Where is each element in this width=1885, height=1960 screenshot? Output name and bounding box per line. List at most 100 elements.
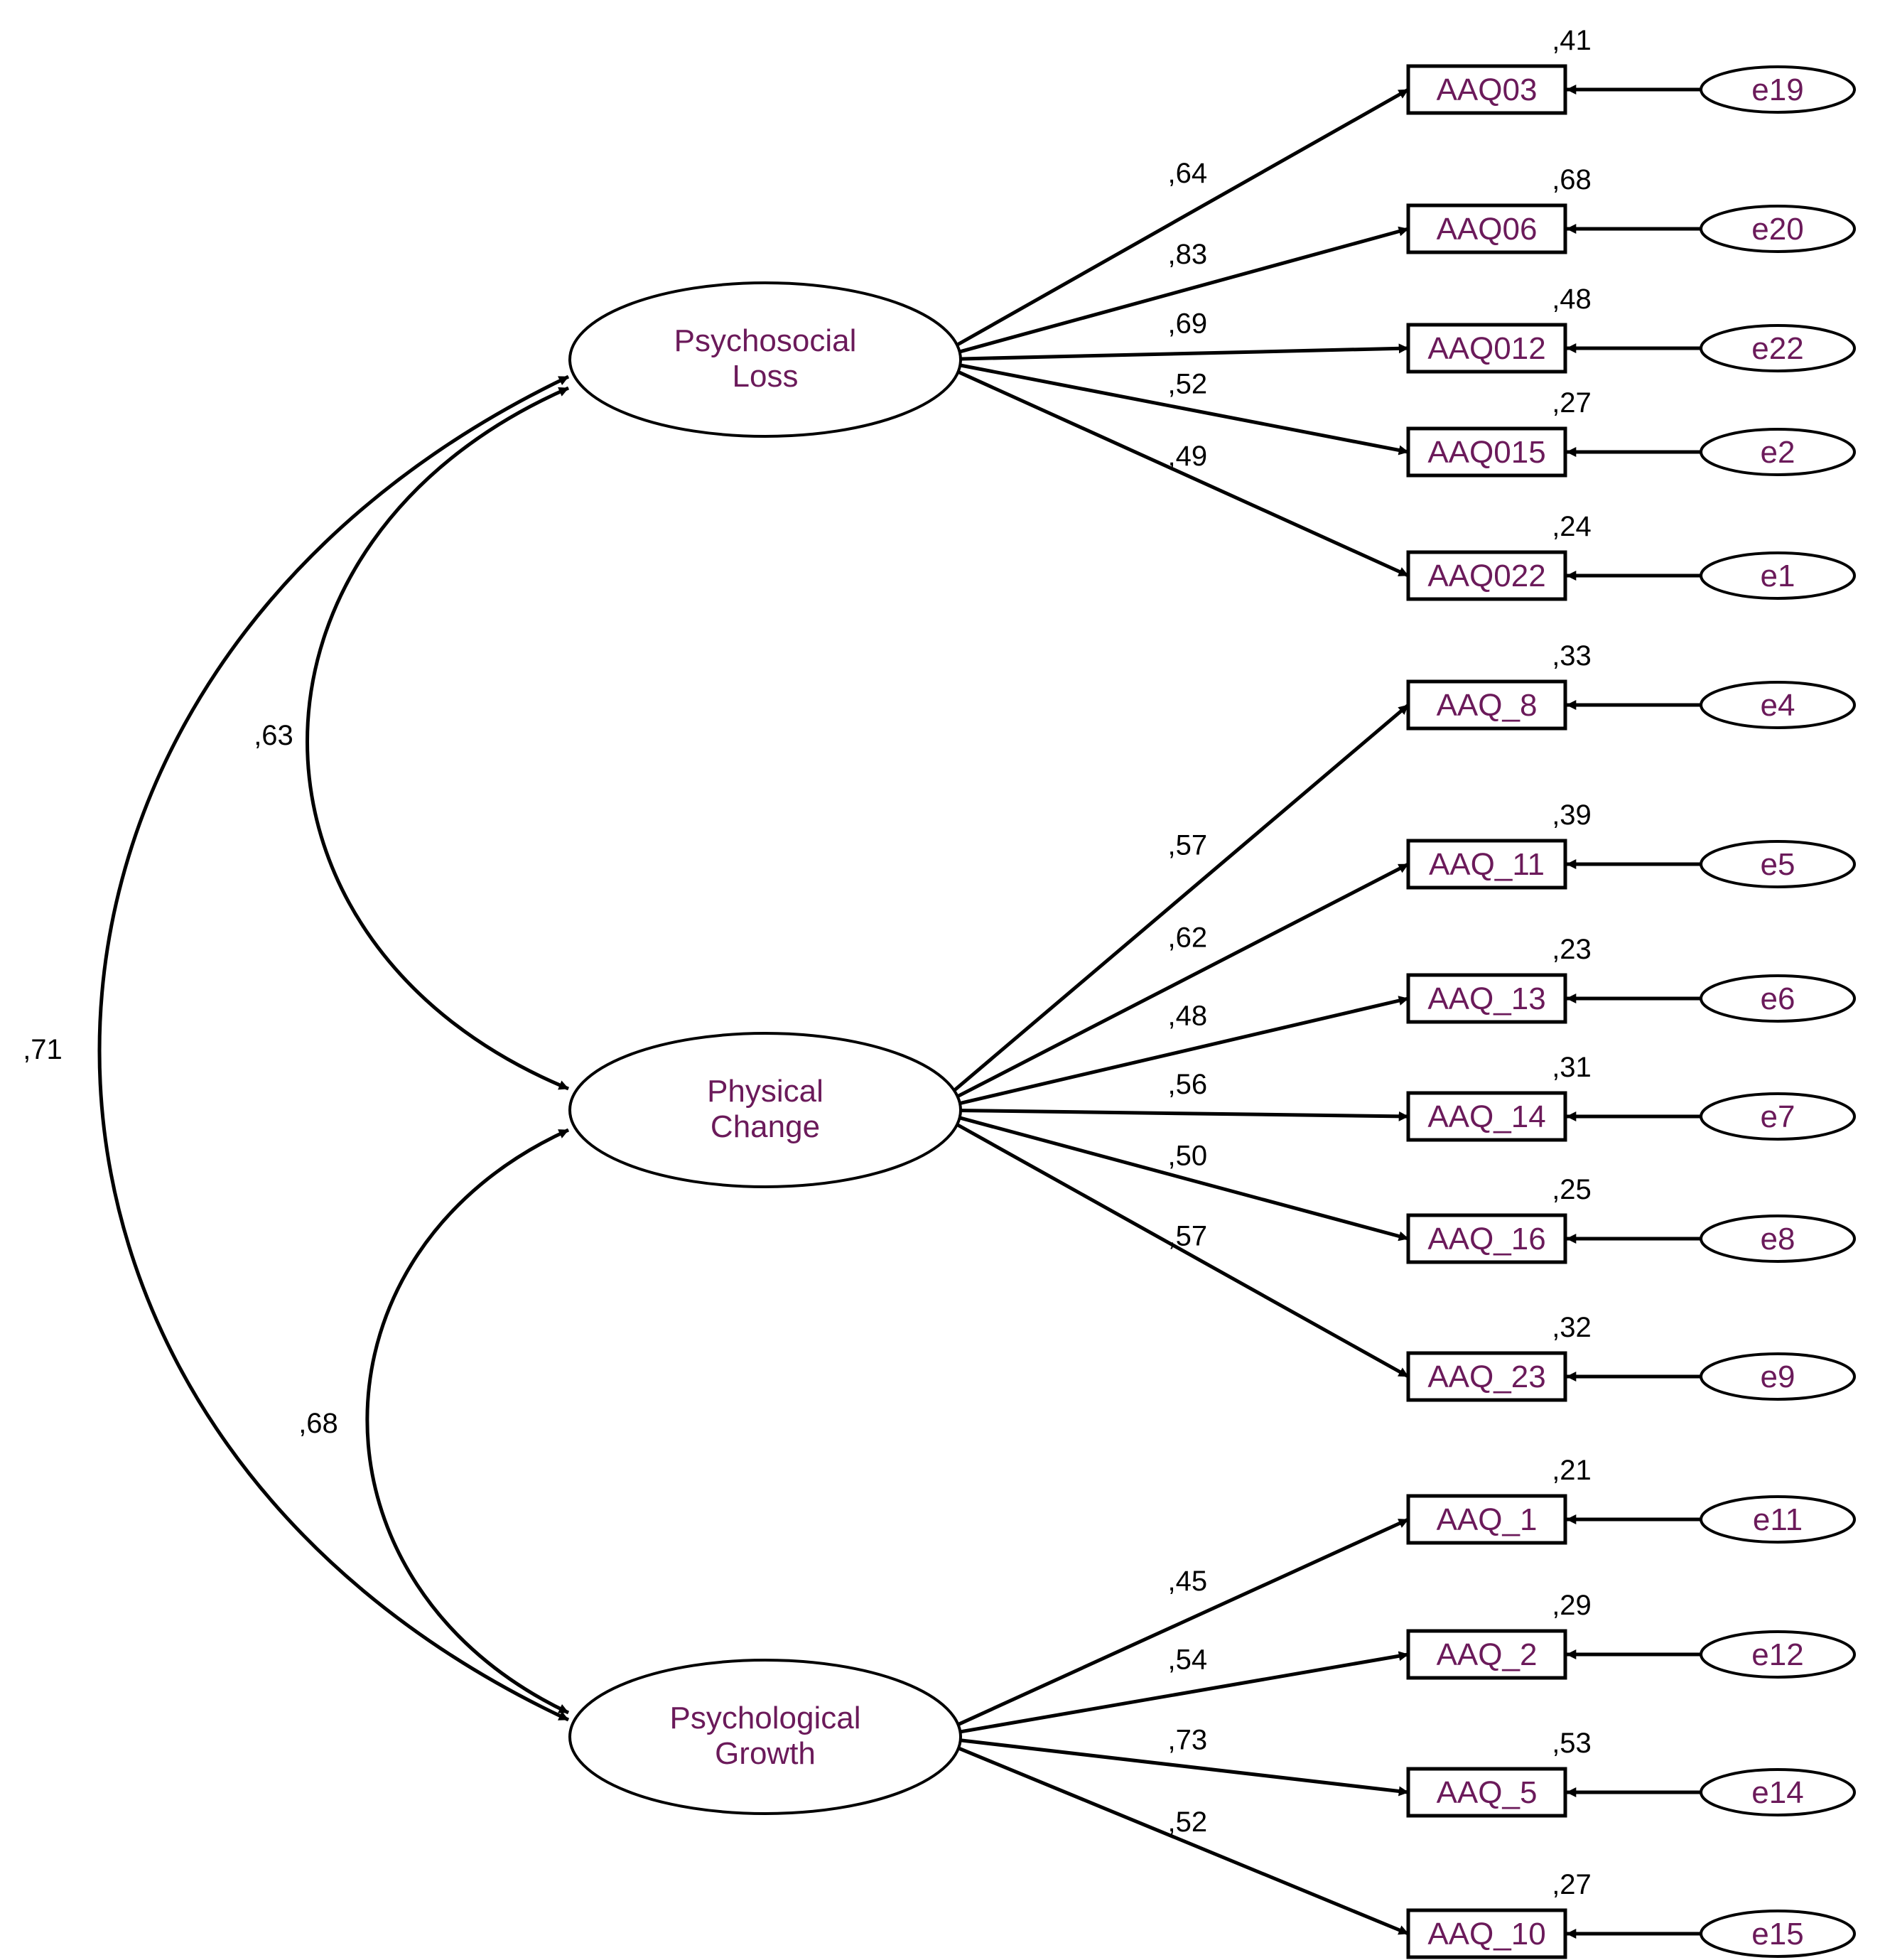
indicator-box — [1406, 64, 1567, 115]
r-squared-value: ,33 — [1552, 640, 1592, 672]
error-ellipse — [1700, 324, 1856, 372]
r-squared-value: ,32 — [1552, 1312, 1592, 1343]
indicator-label: AAQ_8 — [1437, 688, 1538, 723]
loading-arrow — [954, 1745, 1409, 1936]
covariance-layer — [97, 375, 570, 1722]
error-label: e6 — [1761, 981, 1795, 1016]
loading-value: ,56 — [1167, 1069, 1207, 1100]
loading-value: ,50 — [1167, 1140, 1207, 1171]
loading-layer — [954, 87, 1410, 1936]
error-ellipse — [1700, 1215, 1856, 1263]
indicator-label: AAQ_13 — [1427, 981, 1545, 1016]
indicator-box — [1406, 426, 1567, 478]
loading-arrow — [954, 226, 1409, 355]
r-squared-value: ,41 — [1552, 25, 1592, 56]
loading-arrow — [954, 996, 1409, 1106]
indicator-box — [1406, 679, 1567, 731]
error-ellipse — [1700, 974, 1856, 1023]
r-squared-value: ,27 — [1552, 1869, 1592, 1900]
indicator-label: AAQ_11 — [1429, 847, 1545, 882]
loading-value: ,48 — [1167, 1001, 1207, 1032]
indicator-box — [1406, 1767, 1567, 1818]
loading-value: ,49 — [1167, 441, 1207, 472]
r-squared-value: ,31 — [1552, 1052, 1592, 1083]
indicator-box — [1406, 1629, 1567, 1680]
error-label: e22 — [1751, 331, 1803, 366]
error-label: e8 — [1761, 1222, 1795, 1256]
r-squared-value: ,24 — [1552, 511, 1592, 542]
indicator-label: AAQ_1 — [1437, 1502, 1538, 1537]
error-label: e11 — [1753, 1502, 1803, 1537]
latent-pg-ellipse — [568, 1659, 962, 1815]
error-ellipse — [1700, 551, 1856, 600]
latent-pl-ellipse — [568, 281, 962, 438]
indicator-box — [1406, 973, 1567, 1024]
indicator-box — [1406, 203, 1567, 254]
covariance-value: ,68 — [298, 1408, 338, 1439]
indicator-label: AAQ06 — [1437, 212, 1538, 247]
r-squared-value: ,68 — [1552, 164, 1592, 195]
loading-value: ,83 — [1167, 239, 1207, 270]
r-squared-value: ,23 — [1552, 934, 1592, 965]
indicator-label: AAQ_5 — [1437, 1775, 1538, 1810]
loading-value: ,57 — [1167, 829, 1207, 861]
covariance-arrow — [365, 1128, 570, 1715]
covariance-arrow — [97, 375, 570, 1722]
loading-value: ,64 — [1167, 158, 1207, 189]
indicator-box — [1406, 1908, 1567, 1959]
loading-arrow — [954, 704, 1410, 1092]
r-squared-value: ,21 — [1552, 1455, 1592, 1486]
covariance-value: ,71 — [23, 1034, 63, 1065]
latent-label: Change — [711, 1109, 820, 1144]
error-label: e20 — [1751, 212, 1803, 247]
indicator-label: AAQ012 — [1427, 331, 1545, 366]
error-ellipse — [1700, 65, 1856, 114]
loading-value: ,73 — [1167, 1724, 1207, 1755]
covariance-arrow — [306, 386, 570, 1091]
loading-arrow — [954, 368, 1410, 578]
error-label: e9 — [1761, 1359, 1795, 1394]
loading-value: ,57 — [1167, 1220, 1207, 1251]
error-ellipse — [1700, 840, 1856, 888]
loading-value: ,52 — [1167, 1806, 1207, 1838]
error-label: e15 — [1751, 1917, 1803, 1951]
error-ellipse — [1700, 428, 1856, 476]
loading-arrow — [954, 1121, 1410, 1379]
covariance-value: ,63 — [254, 720, 293, 751]
latent-label: Physical — [707, 1074, 823, 1109]
indicator-label: AAQ_10 — [1427, 1917, 1545, 1951]
loading-value: ,69 — [1167, 308, 1207, 340]
error-ellipse — [1700, 1768, 1856, 1816]
loading-arrow — [954, 1738, 1409, 1797]
loading-arrow — [954, 1108, 1409, 1121]
indicator-box — [1406, 1351, 1567, 1402]
error-label: e19 — [1751, 72, 1803, 107]
loading-value: ,52 — [1167, 369, 1207, 400]
error-ellipse — [1700, 1630, 1856, 1679]
error-label: e4 — [1761, 688, 1795, 723]
error-label: e2 — [1761, 435, 1795, 470]
latent-label: Growth — [715, 1736, 816, 1771]
loading-arrow — [954, 1517, 1410, 1728]
error-label: e7 — [1761, 1099, 1795, 1134]
r-squared-value: ,29 — [1552, 1590, 1592, 1621]
indicator-label: AAQ015 — [1427, 435, 1545, 470]
label-layer: PsychosocialLossPhysicalChangePsychologi… — [23, 25, 1804, 1951]
latent-label: Psychosocial — [674, 323, 857, 358]
error-ellipse — [1700, 1352, 1856, 1401]
loading-value: ,45 — [1167, 1566, 1207, 1597]
indicator-label: AAQ_2 — [1437, 1637, 1538, 1672]
error-label: e12 — [1751, 1637, 1803, 1672]
latent-label: Loss — [733, 359, 799, 394]
loading-arrow — [954, 362, 1409, 456]
loading-arrow — [954, 87, 1410, 348]
error-ellipse — [1700, 1092, 1856, 1141]
indicator-box — [1406, 839, 1567, 890]
node-layer — [568, 64, 1856, 1959]
loading-arrow — [954, 1114, 1409, 1242]
loading-value: ,62 — [1167, 922, 1207, 954]
error-label: e5 — [1761, 847, 1795, 882]
error-layer — [1566, 85, 1701, 1939]
latent-pc-ellipse — [568, 1032, 962, 1188]
